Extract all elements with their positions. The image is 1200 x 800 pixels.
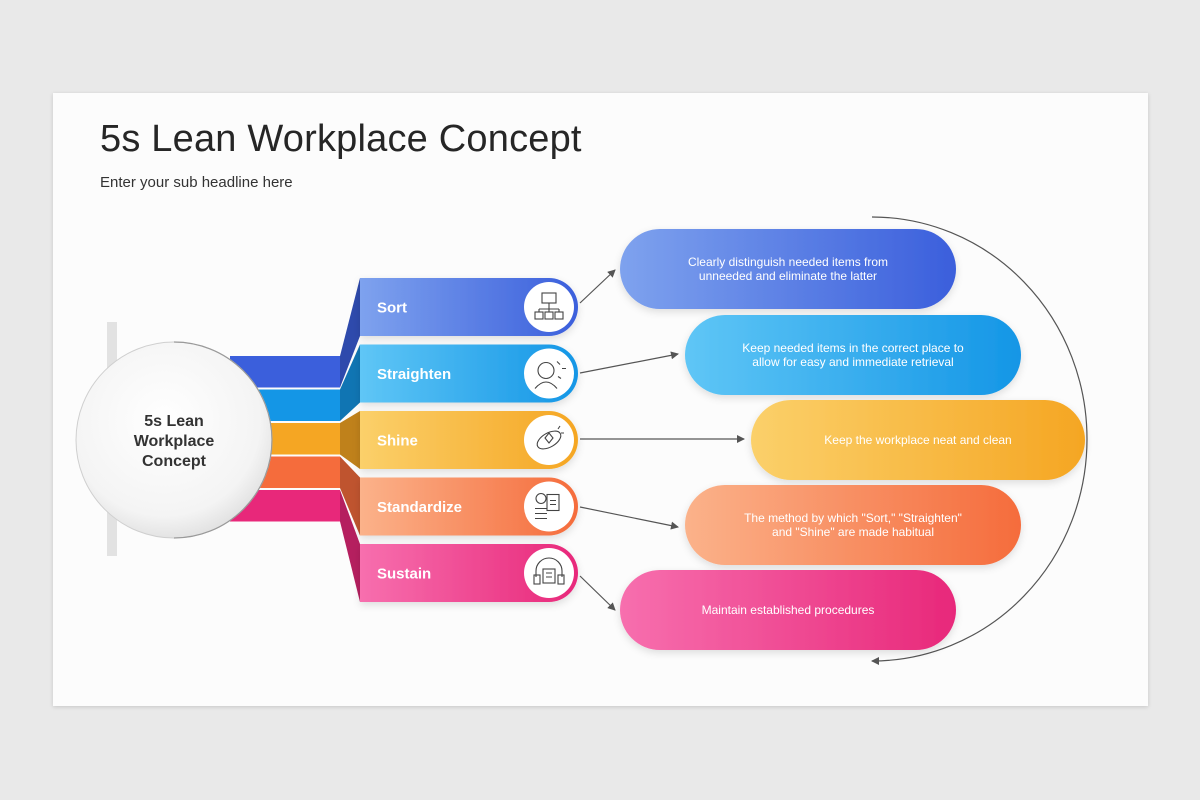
description-pill-shape	[620, 570, 956, 650]
description-pill-sort: Clearly distinguish needed items fromunn…	[620, 229, 956, 309]
connector-arrow	[579, 506, 679, 530]
description-pill-shape	[620, 229, 956, 309]
document-gear-icon	[535, 492, 560, 520]
step-label: Sort	[377, 300, 407, 317]
step-bar-standardize: Standardize	[360, 477, 578, 536]
description-pill-shape	[685, 485, 1021, 565]
sparkle-clean-icon	[536, 425, 564, 450]
connector-face	[340, 344, 360, 421]
headset-support-icon	[533, 557, 565, 585]
center-label: Concept	[142, 453, 207, 470]
description-pill-standardize: The method by which "Sort," "Straighten"…	[685, 485, 1021, 565]
connector-face	[340, 456, 360, 536]
description-text: Keep the workplace neat and clean	[824, 433, 1011, 447]
description-text: and "Shine" are made habitual	[772, 525, 934, 539]
description-text: Maintain established procedures	[702, 603, 875, 617]
step-bar-shape	[360, 411, 578, 469]
description-text: allow for easy and immediate retrieval	[752, 355, 953, 369]
cycle-arc	[871, 216, 1088, 665]
connector-arrow	[579, 269, 616, 304]
description-text: unneeded and eliminate the latter	[699, 269, 877, 283]
center-circle-rim	[173, 341, 273, 539]
icon-badge	[524, 348, 574, 399]
step-label: Straighten	[377, 366, 451, 383]
organization-chart-icon	[534, 292, 564, 320]
connector-face	[340, 490, 360, 602]
step-bar-shine: Shine	[360, 411, 578, 469]
description-text: The method by which "Sort," "Straighten"	[744, 511, 962, 525]
step-bar-shape	[360, 278, 578, 336]
connector-face	[340, 411, 360, 469]
description-pill-shine: Keep the workplace neat and clean	[751, 400, 1085, 480]
icon-badge	[524, 481, 574, 532]
step-label: Shine	[377, 433, 418, 450]
step-bar-sustain: Sustain	[360, 544, 578, 602]
description-pill-sustain: Maintain established procedures	[620, 570, 956, 650]
connector-arrow	[579, 351, 679, 374]
step-bar-straighten: Straighten	[360, 344, 578, 403]
page-subtitle: Enter your sub headline here	[100, 174, 293, 191]
step-bar-sort: Sort	[360, 278, 578, 336]
connector-face	[340, 278, 360, 388]
step-label: Standardize	[377, 499, 462, 516]
description-text: Clearly distinguish needed items from	[688, 255, 888, 269]
page-title: 5s Lean Workplace Concept	[100, 118, 582, 160]
person-ideas-icon	[534, 361, 566, 389]
step-label: Sustain	[377, 566, 431, 583]
description-pill-straighten: Keep needed items in the correct place t…	[685, 315, 1021, 395]
description-text: Keep needed items in the correct place t…	[742, 341, 964, 355]
icon-badge	[524, 415, 574, 465]
center-label: 5s Lean	[144, 413, 204, 430]
description-pill-shape	[751, 400, 1085, 480]
step-bar-shape	[360, 344, 578, 403]
description-pill-shape	[685, 315, 1021, 395]
connector-arrow	[579, 575, 616, 611]
center-label: Workplace	[134, 433, 215, 450]
step-bar-shape	[360, 477, 578, 536]
step-bar-shape	[360, 544, 578, 602]
